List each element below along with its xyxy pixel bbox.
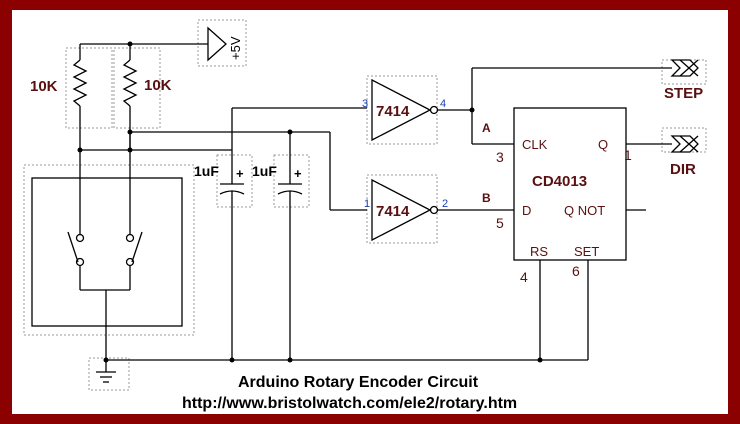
inverter-2-input-pin: 1: [364, 198, 370, 210]
caption-title: Arduino Rotary Encoder Circuit: [238, 374, 479, 391]
capacitor-1-polarity: +: [236, 166, 244, 181]
flipflop-pin-set: SET: [574, 244, 599, 259]
inverter-2-bubble: [429, 205, 439, 215]
flipflop-pinnum-q: 1: [624, 147, 632, 163]
inverter-2-body: [371, 178, 432, 242]
capacitor-2-outline: [273, 154, 310, 208]
inverter-1-part: 7414: [376, 103, 410, 120]
supply-outline: [197, 19, 247, 67]
capacitor-2-polarity: +: [294, 166, 302, 181]
step-port: [670, 59, 699, 77]
flipflop-body: [513, 107, 627, 261]
schematic-frame: +5V 10K 10K 1uF + 1uF +: [12, 10, 728, 414]
resistor-2-body: [122, 59, 138, 107]
flipflop-pin-q: Q: [598, 137, 608, 152]
inverter-2-part: 7414: [376, 203, 410, 220]
switch-b-contact-bottom: [125, 257, 135, 267]
switch-a-contact-bottom: [75, 257, 85, 267]
switch-b-lever: [131, 231, 143, 263]
flipflop-pinnum-clk: 3: [496, 149, 504, 165]
junction-dot: [229, 357, 235, 363]
capacitor-2-value: 1uF: [252, 163, 277, 179]
junction-dot: [287, 129, 293, 135]
net-a-label: A: [482, 121, 491, 135]
resistor-2-value: 10K: [144, 77, 172, 94]
dir-label: DIR: [670, 161, 696, 178]
supply-symbol: [207, 26, 227, 62]
schematic-diagram: +5V 10K 10K 1uF + 1uF +: [23, 19, 707, 412]
resistor-1-value: 10K: [30, 78, 58, 95]
caption-url: http://www.bristolwatch.com/ele2/rotary.…: [182, 395, 517, 412]
inverter-1-bubble: [429, 105, 439, 115]
resistor-2-outline: [113, 47, 161, 129]
encoder-body: [31, 177, 183, 327]
flipflop-pin-d: D: [522, 203, 531, 218]
flipflop-pinnum-d: 5: [496, 215, 504, 231]
junction-dot: [127, 41, 133, 47]
flipflop-pin-qnot: Q NOT: [564, 203, 605, 218]
inverter-1-input-pin: 3: [362, 98, 368, 110]
inverter-1-output-pin: 4: [440, 98, 446, 110]
encoder-outer-outline: [23, 164, 195, 336]
inverter-2-output-pin: 2: [442, 198, 448, 210]
net-b-label: B: [482, 191, 491, 205]
switch-a-lever: [67, 231, 79, 263]
flipflop-part: CD4013: [532, 173, 587, 190]
flipflop-pin-rs: RS: [530, 244, 548, 259]
resistor-1-body: [72, 59, 88, 107]
junction-dot: [287, 357, 293, 363]
junction-dot: [127, 129, 133, 135]
switch-b-contact-top: [125, 233, 135, 243]
flipflop-pinnum-set: 6: [572, 263, 580, 279]
supply-label: +5V: [228, 36, 243, 60]
step-label: STEP: [664, 85, 703, 102]
capacitor-1-value: 1uF: [194, 163, 219, 179]
flipflop-pin-clk: CLK: [522, 137, 548, 152]
resistor-1-outline: [65, 47, 113, 129]
inverter-1-body: [371, 78, 432, 142]
ground-outline: [88, 357, 130, 391]
capacitor-1-outline: [216, 154, 253, 208]
flipflop-pinnum-rs: 4: [520, 269, 528, 285]
junction-dot: [469, 107, 475, 113]
dir-port: [670, 135, 699, 153]
switch-a-contact-top: [75, 233, 85, 243]
